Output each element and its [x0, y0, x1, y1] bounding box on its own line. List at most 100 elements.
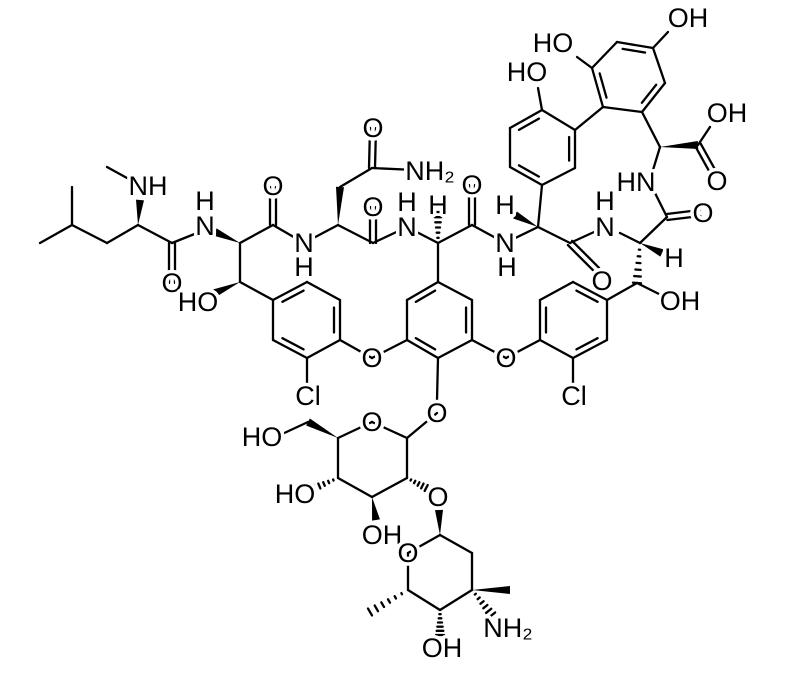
single-bond [575, 55, 594, 70]
hash-bond [386, 598, 392, 604]
atom-label: OH [660, 286, 701, 316]
ring-bond [405, 280, 440, 302]
single-bond [405, 225, 440, 245]
atom-label: OH [362, 520, 403, 550]
single-bond [605, 281, 639, 302]
atom-label: H [595, 186, 615, 216]
single-bond [338, 166, 374, 189]
wedge-bond [435, 509, 443, 535]
atom-label: H [497, 252, 517, 282]
single-bond [405, 411, 439, 440]
atom-label: OH [707, 98, 748, 128]
double-bond [694, 145, 712, 175]
single-bond [635, 281, 667, 299]
atom-label: H [664, 243, 684, 273]
hash-bond [373, 604, 380, 613]
ring-bond [406, 588, 442, 612]
ring-bond [438, 588, 474, 612]
single-bond [536, 225, 572, 245]
hash-bond [412, 479, 417, 485]
wedge-bond [213, 282, 240, 297]
hash-bond [331, 478, 335, 482]
hash-bond [322, 481, 326, 487]
atom-label: O [495, 343, 516, 373]
ring-bond [438, 533, 474, 555]
single-bond [105, 223, 140, 245]
atom-label: O [461, 170, 482, 200]
single-bond [536, 183, 544, 229]
wedge-bond [640, 243, 664, 257]
ring-bond [640, 81, 667, 114]
atom-label: O [262, 171, 283, 201]
atom-label: O [161, 268, 182, 298]
hash-bond [307, 485, 313, 495]
atom-label: N [195, 211, 215, 241]
ring-bond [436, 280, 474, 302]
atom-label: HO [533, 28, 574, 58]
hash-bond [476, 596, 481, 601]
single-bond [573, 105, 605, 132]
single-bond [336, 223, 375, 245]
single-bond [504, 338, 542, 360]
hash-bond [419, 482, 425, 490]
single-bond [470, 338, 508, 360]
atom-label: HN [617, 167, 656, 197]
single-bond [536, 86, 544, 112]
single-bond [338, 338, 374, 360]
wedge-bond [306, 418, 338, 438]
atom-label: N [595, 212, 615, 242]
single-bond [651, 145, 662, 172]
ring-double-bond [640, 83, 658, 104]
ring-bond [370, 476, 409, 499]
atom-label: Cl [561, 381, 587, 411]
ring-bond [538, 280, 575, 302]
atom-label: N [294, 228, 314, 258]
single-bond [618, 231, 642, 245]
ring-double-bond [621, 47, 647, 54]
single-bond [653, 191, 669, 219]
atom-labels: NH H N O O HO N H O NH₂ O H N H O H N H … [125, 0, 751, 667]
hash-bond [393, 595, 398, 600]
hash-bond [380, 601, 386, 609]
hash-bond [479, 600, 485, 605]
wedge-bond [472, 586, 510, 594]
atom-label: O [692, 198, 713, 228]
ring-bond [571, 338, 609, 360]
atom-label: O [397, 538, 418, 568]
bonds [38, 30, 717, 637]
atom-label: HO [242, 422, 283, 452]
wedge-bond [513, 211, 538, 227]
wedge-bond [660, 141, 699, 149]
atom-label: H [195, 186, 215, 216]
ring-double-bond [414, 337, 437, 351]
atom-label: O [361, 343, 382, 373]
ring-bond [508, 108, 544, 130]
single-bond [638, 215, 669, 245]
hash-bond [487, 611, 497, 619]
single-bond [70, 223, 109, 245]
ring-double-bond [281, 337, 305, 351]
double-bond [570, 239, 601, 270]
atom-label: O [362, 113, 383, 143]
ring-bond [590, 40, 619, 70]
hash-bond [416, 481, 421, 487]
hash-bond [482, 603, 489, 610]
single-bond [271, 223, 306, 245]
atom-label: HO [507, 57, 548, 87]
ring-bond [271, 338, 309, 360]
ring-double-bond [281, 289, 305, 303]
ring-bond [540, 166, 577, 187]
ring-bond [271, 280, 309, 302]
hash-bond [366, 607, 374, 617]
ring-bond [538, 338, 575, 360]
single-bond [503, 225, 540, 245]
single-bond [238, 280, 275, 302]
single-bond [278, 420, 310, 437]
wedge-bond [136, 199, 144, 225]
ring-double-bond [575, 337, 599, 351]
single-bond [435, 356, 440, 402]
ring-bond [305, 338, 342, 360]
atom-label: O [362, 192, 383, 222]
atom-label: O [427, 482, 448, 512]
